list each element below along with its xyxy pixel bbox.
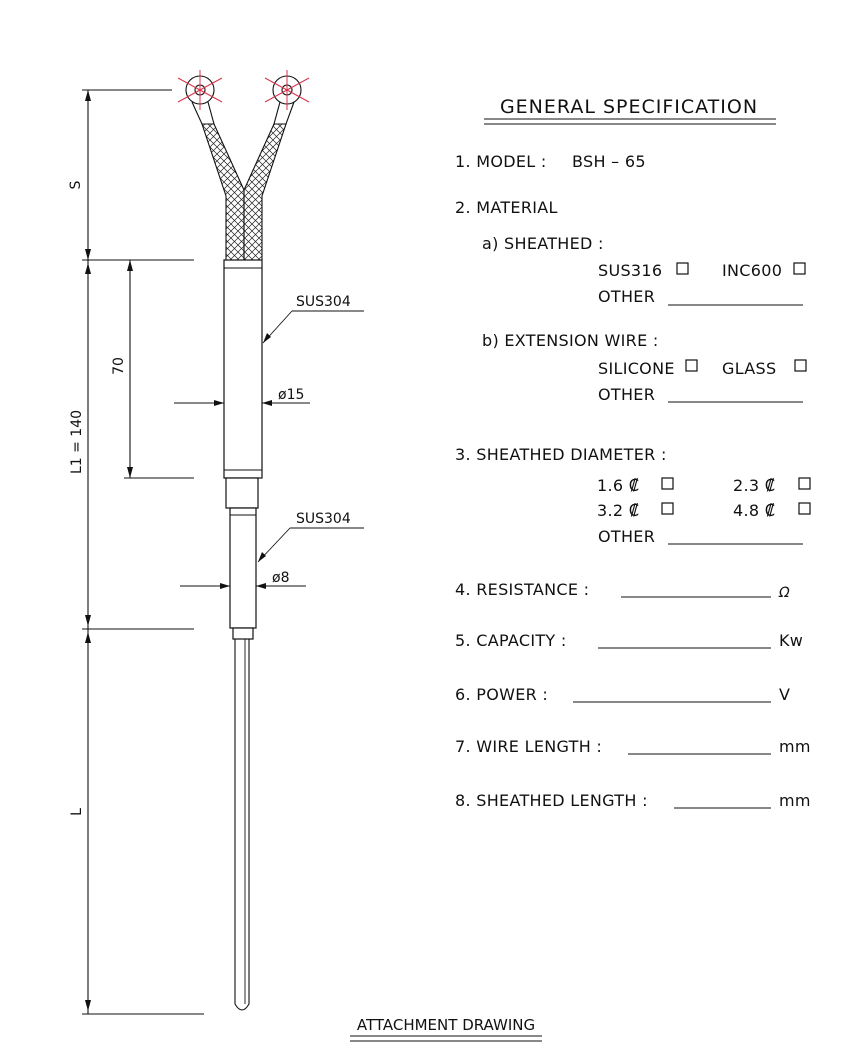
dimension-l1 — [85, 260, 91, 629]
model-label: 1. MODEL : — [455, 152, 547, 171]
option-glass: GLASS — [722, 359, 776, 378]
extension-other-label: OTHER — [598, 385, 655, 404]
option-silicone: SILICONE — [598, 359, 675, 378]
ring-terminal-right — [264, 70, 310, 125]
power-label: 6. POWER : — [455, 685, 548, 704]
checkbox-sus316[interactable] — [676, 262, 689, 275]
power-unit: V — [779, 685, 790, 704]
wire-length-unit: mm — [779, 737, 811, 756]
sheath-upper-sus304 — [223, 259, 263, 479]
option-sus316: SUS316 — [598, 261, 662, 280]
extension-wire-label: b) EXTENSION WIRE : — [482, 331, 659, 350]
sheathed-length-label: 8. SHEATHED LENGTH : — [455, 791, 648, 810]
option-dia-1-6: 1.6 ₡ — [597, 476, 639, 495]
sheath-collar — [232, 627, 254, 640]
dimension-s-label: S — [68, 180, 84, 189]
checkbox-glass[interactable] — [794, 359, 807, 372]
checkbox-silicone[interactable] — [685, 359, 698, 372]
sheathed-label: a) SHEATHED : — [482, 234, 604, 253]
checkbox-dia-2-3[interactable] — [798, 477, 811, 490]
sus304-upper-label: SUS304 — [296, 294, 351, 310]
capacity-label: 5. CAPACITY : — [455, 631, 567, 650]
checkbox-dia-3-2[interactable] — [661, 502, 674, 515]
diameter-15-callout — [174, 400, 310, 406]
attachment-drawing-caption: ATTACHMENT DRAWING — [357, 1016, 535, 1034]
sus304-lower-label: SUS304 — [296, 511, 351, 527]
diameter-8-label: ø8 — [272, 570, 289, 586]
model-value: BSH – 65 — [572, 152, 646, 171]
sheath-neck — [225, 477, 259, 509]
general-specification: GENERAL SPECIFICATION 1. MODEL : BSH – 6… — [455, 96, 811, 810]
dimension-l — [85, 629, 91, 1014]
dimension-70-label: 70 — [111, 357, 127, 375]
diameter-15-label: ø15 — [278, 387, 304, 403]
heater-drawing: S L1 = 140 70 L ø15 ø8 SUS304 SUS3 — [68, 70, 542, 1042]
sus304-upper-leader — [262, 310, 364, 344]
ring-terminal-left — [177, 70, 223, 125]
dimension-s — [85, 90, 91, 260]
sheathed-length-unit: mm — [779, 791, 811, 810]
resistance-unit: Ω — [778, 585, 790, 601]
diameter-other-label: OTHER — [598, 527, 655, 546]
sheathed-other-label: OTHER — [598, 287, 655, 306]
wire-length-label: 7. WIRE LENGTH : — [455, 737, 602, 756]
material-label: 2. MATERIAL — [455, 198, 558, 217]
dimension-70 — [127, 260, 133, 478]
heater-element-tube — [234, 639, 250, 1011]
diameter-8-callout — [180, 583, 306, 589]
sheath-lower-sus304 — [229, 507, 257, 629]
checkbox-dia-4-8[interactable] — [798, 502, 811, 515]
option-dia-3-2: 3.2 ₡ — [597, 501, 639, 520]
dimension-l-label: L — [69, 808, 85, 816]
dimension-l1-label: L1 = 140 — [69, 410, 85, 474]
option-inc600: INC600 — [722, 261, 782, 280]
dimension-extension-lines — [82, 89, 204, 1015]
option-dia-4-8: 4.8 ₡ — [733, 501, 775, 520]
resistance-label: 4. RESISTANCE : — [455, 580, 589, 599]
capacity-unit: Kw — [779, 631, 803, 650]
sus304-lower-leader — [257, 527, 364, 563]
option-dia-2-3: 2.3 ₡ — [733, 476, 775, 495]
diameter-label: 3. SHEATHED DIAMETER : — [455, 445, 667, 464]
braided-lead-wires — [201, 123, 287, 261]
spec-title: GENERAL SPECIFICATION — [500, 96, 758, 118]
checkbox-inc600[interactable] — [793, 262, 806, 275]
checkbox-dia-1-6[interactable] — [661, 477, 674, 490]
